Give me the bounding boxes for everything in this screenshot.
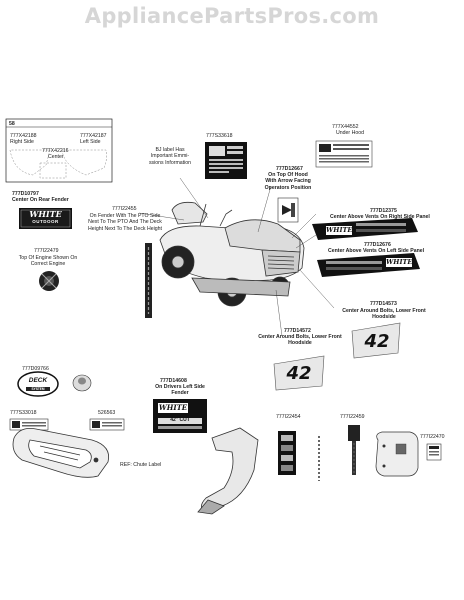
label-777S33018: 777S33018 xyxy=(10,410,37,416)
label-777S33618-desc: BJ label Has Important Emmi-ssions Infor… xyxy=(148,147,192,166)
fender-decal-white-text: WHITE xyxy=(158,403,188,412)
label-777D14573: 777D14573 xyxy=(370,301,397,307)
discharge-chute xyxy=(12,428,110,478)
chute-label-ref: REF: Chute Label xyxy=(120,462,162,468)
vertical-decal-777I22454 xyxy=(278,431,296,475)
fender-decal-cut-text: 42" CUT xyxy=(170,417,190,423)
white-outdoor-42-cut-decal xyxy=(153,399,207,433)
emissions-label-decal xyxy=(205,142,247,179)
deck-42-plate-left xyxy=(273,355,325,391)
label-777X42187: 777X42187 xyxy=(80,133,107,139)
label-777S33618: 777S33618 xyxy=(206,133,233,139)
label-777I22479-desc: Top Of Engine Shown On Correct Engine xyxy=(18,255,78,268)
outdoor-brand-text: OUTDOOR xyxy=(32,219,59,224)
label-777D09766: 777D09766 xyxy=(22,366,49,372)
under-hood-label xyxy=(315,140,373,168)
white-brand-text: WHITE xyxy=(29,209,62,219)
right-side-panel-decal xyxy=(312,218,418,240)
label-777D10797: 777D10797 xyxy=(12,191,39,197)
label-777I22459: 777I22459 xyxy=(340,414,365,420)
label-777D14572-desc: Center Around Bolts, Lower Front Hoodsid… xyxy=(258,334,342,347)
warning-label-right xyxy=(89,418,125,431)
leader-lines xyxy=(138,177,335,337)
left-side-panel-decal xyxy=(317,253,420,277)
right-side-decal-outline xyxy=(9,149,51,176)
label-777D10797-desc: Center On Rear Fender xyxy=(12,197,69,203)
deck-system-badge xyxy=(17,371,59,397)
label-777D14608: 777D14608 xyxy=(160,378,187,384)
label-777D14573-desc: Center Around Bolts, Lower Front Hoodsid… xyxy=(342,308,426,321)
hood-arrow-decal xyxy=(277,197,299,223)
bracket-box-label: 58 xyxy=(9,121,15,127)
deck-badge-top-text: DECK xyxy=(28,377,48,384)
label-777D12667: 777D12667 xyxy=(276,166,303,172)
label-526563: 526563 xyxy=(98,410,116,416)
control-housing xyxy=(375,431,419,477)
bracket-box xyxy=(5,118,113,183)
drivers-fender xyxy=(197,427,259,515)
label-777D14608-desc: On Drivers Left Side Fender xyxy=(155,384,205,397)
white-outdoor-rear-fender-decal xyxy=(19,208,72,229)
label-777I22454: 777I22454 xyxy=(276,414,301,420)
label-777D12375: 777D12375 xyxy=(370,208,397,214)
label-777D14572: 777D14572 xyxy=(284,328,311,334)
lever-decal-777I22459 xyxy=(348,425,360,475)
label-777I22455: 777I22455 xyxy=(112,206,137,212)
label-777X42188-desc: Right Side xyxy=(10,139,34,145)
deck-42-number-right: 42 xyxy=(364,331,390,352)
right-panel-white-text: WHITE xyxy=(326,226,353,234)
engine-decal xyxy=(39,271,59,291)
deck-42-number-left: 42 xyxy=(286,363,312,384)
deck-badge-bottom-text: SYSTEM xyxy=(31,387,45,391)
left-side-decal-outline xyxy=(61,149,107,176)
label-777I22479: 777I22479 xyxy=(34,248,59,254)
label-777D12676-desc: Center Above Vents On Left Side Panel xyxy=(328,248,425,254)
knob-part xyxy=(72,374,92,392)
watermark: AppliancePartsPros.com xyxy=(84,4,380,28)
label-777I22470: 777I22470 xyxy=(420,434,445,440)
label-777I22455-desc: On Fender With The PTO Side Next To The … xyxy=(88,213,162,232)
label-777X42216-desc: Center xyxy=(48,154,64,160)
label-777X44552: 777X44552 xyxy=(332,124,359,130)
lawn-tractor xyxy=(159,201,305,307)
deck-42-plate-right xyxy=(351,322,401,359)
label-777D12676: 777D12676 xyxy=(364,242,391,248)
center-decal-outline xyxy=(39,162,67,179)
decal-777I22470 xyxy=(426,443,442,461)
left-panel-white-text: WHITE xyxy=(386,258,413,266)
label-777X42188: 777X42188 xyxy=(10,133,37,139)
label-777D12375-desc: Center Above Vents On Right Side Panel xyxy=(330,214,430,220)
label-777X44552-desc: Under Hood xyxy=(336,130,364,136)
label-777X42187-desc: Left Side xyxy=(80,139,101,145)
label-777X42216: 777X42216 xyxy=(42,148,69,154)
label-777D12667-desc: On Top Of Hood With Arrow Facing Operato… xyxy=(264,172,312,191)
pto-deck-height-decal xyxy=(145,243,152,318)
